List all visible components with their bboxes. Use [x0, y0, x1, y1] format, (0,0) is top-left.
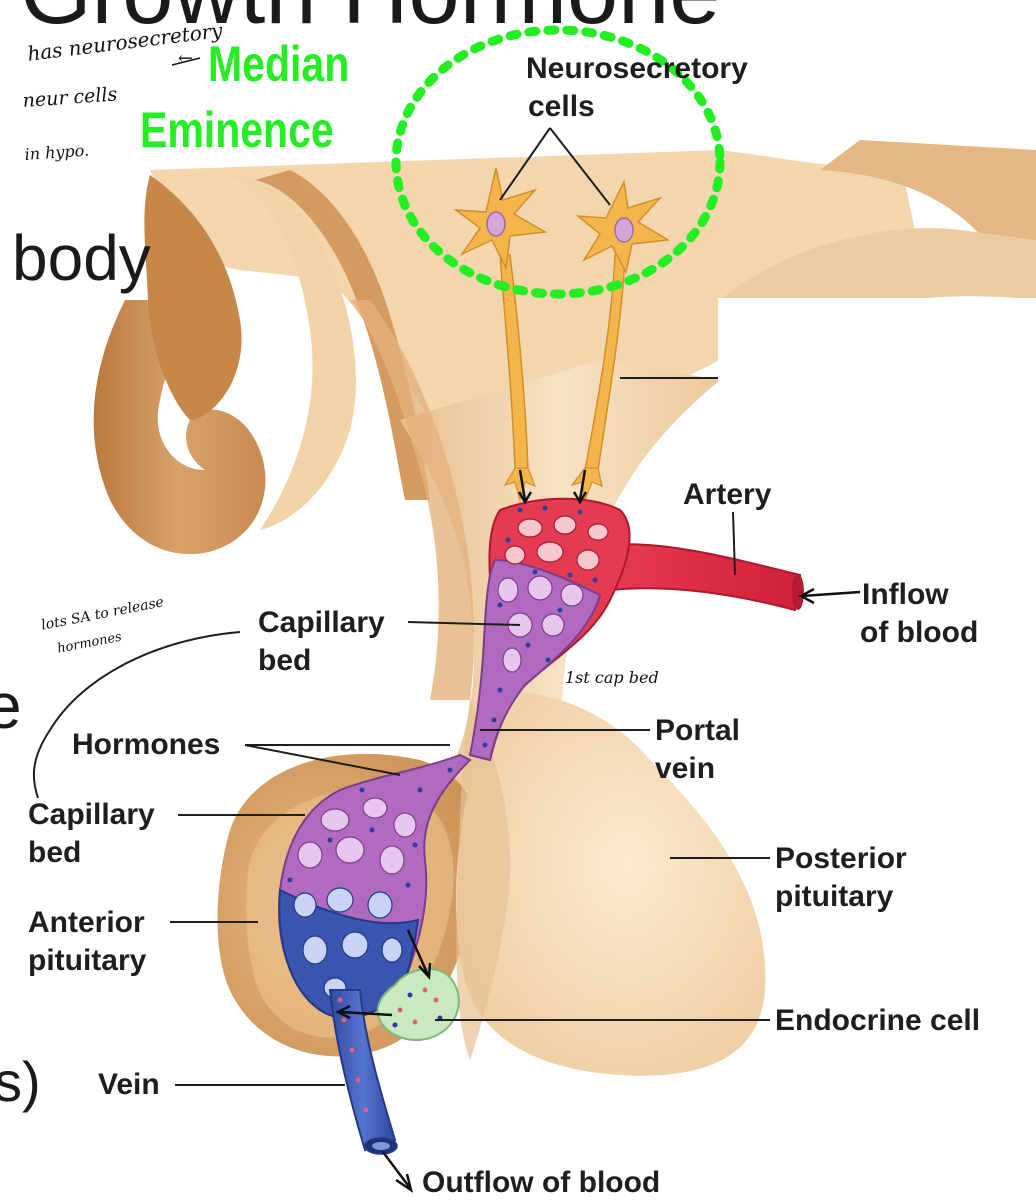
vein-outflow-vessel — [328, 989, 398, 1155]
label-neurosecretory-line2: cells — [528, 90, 595, 123]
slide-text-body: body — [12, 222, 151, 294]
slide-title: Growth Hormone — [20, 0, 720, 42]
label-capillary-bed-bottom-line2: bed — [28, 836, 82, 869]
label-outflow: Outflow of blood — [422, 1166, 661, 1199]
label-capillary-bed-top-line1: Capillary — [258, 606, 385, 639]
label-capillary-bed-top-line2: bed — [258, 644, 312, 677]
label-inflow-line1: Inflow — [862, 578, 949, 611]
label-artery: Artery — [683, 478, 772, 511]
label-anterior-line2: pituitary — [28, 944, 147, 977]
label-hormones: Hormones — [72, 728, 221, 761]
handwritten-arrow — [171, 57, 201, 66]
median-label-line1: Median — [208, 36, 350, 92]
label-portal-line1: Portal — [655, 714, 741, 747]
handwritten-first-bed-note: 1st cap bed — [565, 668, 659, 687]
label-inflow-line2: of blood — [860, 616, 979, 649]
neurosecretory-neurons — [453, 167, 671, 503]
label-endocrine-cell: Endocrine cell — [775, 1004, 981, 1037]
label-vein: Vein — [98, 1068, 160, 1101]
median-label-line2: Eminence — [140, 102, 334, 158]
endocrine-cell-shape — [376, 967, 460, 1041]
label-neurosecretory-line1: Neurosecretory — [526, 52, 748, 85]
label-capillary-bed-bottom-line1: Capillary — [28, 798, 155, 831]
hypothalamus-tissue — [93, 140, 1036, 790]
handwritten-note-arrow: ← — [178, 48, 194, 69]
slide-text-s: s) — [0, 1050, 41, 1113]
blank-label-cover — [718, 298, 1036, 386]
label-portal-line2: vein — [655, 752, 716, 785]
median-eminence-highlight-circle — [391, 25, 725, 299]
label-anterior-line1: Anterior — [28, 906, 145, 939]
artery-and-primary-capillary-bed — [468, 497, 804, 762]
label-posterior-line2: pituitary — [775, 880, 894, 913]
leader-lines — [32, 127, 770, 1086]
label-posterior-line1: Posterior — [775, 842, 907, 875]
flow-arrows — [335, 469, 861, 1193]
slide-text-e: e — [0, 670, 22, 742]
posterior-pituitary-lobe — [455, 692, 766, 1076]
